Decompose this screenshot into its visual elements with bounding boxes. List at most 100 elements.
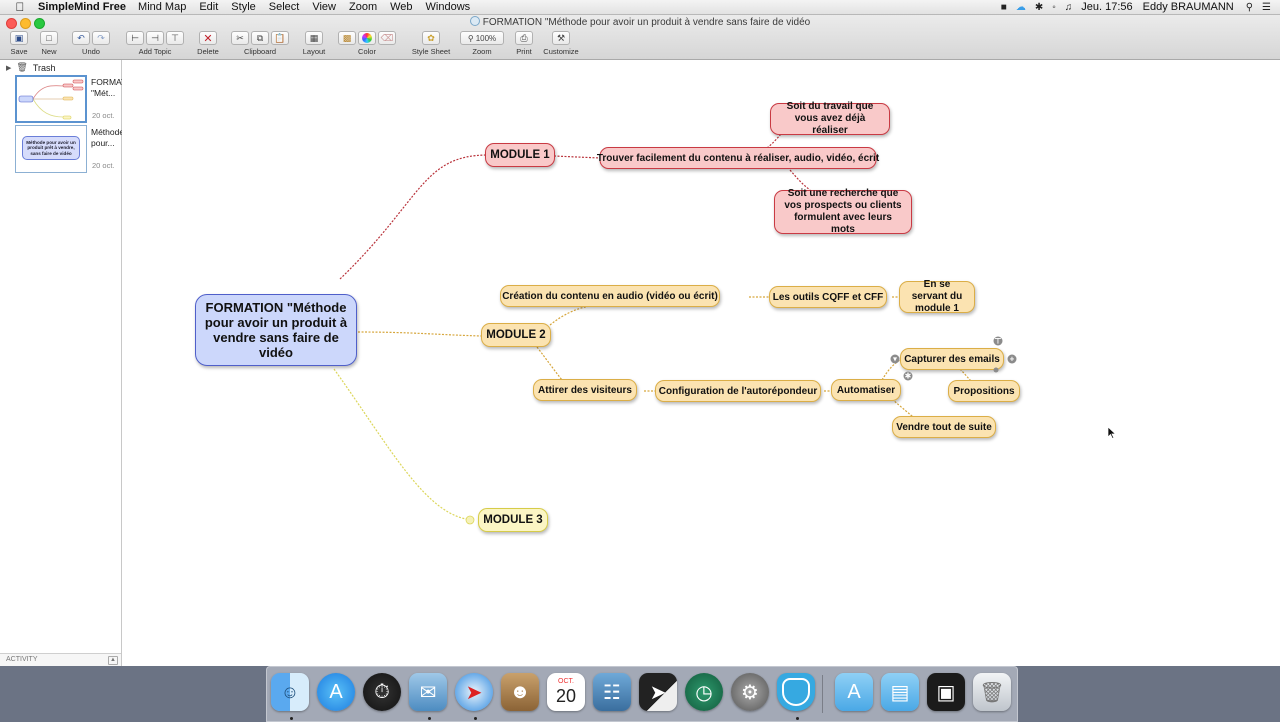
undo-button[interactable]: ↶ [72, 31, 90, 45]
trash-row[interactable]: ▶ 🗑 Trash [6, 62, 56, 73]
mouse-cursor-icon [1108, 427, 1116, 439]
menu-mind-map[interactable]: Mind Map [138, 1, 187, 13]
layout-label: Layout [302, 47, 326, 56]
mail-icon[interactable]: ✉ [409, 673, 447, 711]
safari-icon[interactable]: ➤ [455, 673, 493, 711]
topic-attirer-visiteurs[interactable]: Attirer des visiteurs [533, 379, 637, 401]
link-central-module3 [333, 368, 475, 521]
topic-outils-cqff-cff[interactable]: Les outils CQFF et CFF [769, 286, 887, 308]
simplemind-icon[interactable] [777, 673, 815, 711]
redo-button[interactable]: ↷ [92, 31, 110, 45]
delete-button[interactable]: ✕ [199, 31, 217, 45]
topic-travail-deja-realise[interactable]: Soit du travail que vous avez déjà réali… [770, 101, 890, 136]
menu-zoom[interactable]: Zoom [349, 1, 378, 13]
topic-en-se-servant[interactable]: En se servant du module 1 [899, 279, 975, 314]
menu-select[interactable]: Select [268, 1, 300, 13]
volume-status-icon[interactable]: ♫ [1064, 1, 1073, 13]
trash-bin-icon: 🗑 [16, 62, 28, 72]
add-topic-label: Add Topic [138, 47, 172, 56]
print-button[interactable]: ⎙ [515, 31, 533, 45]
add-child-handle-icon[interactable]: + [1007, 354, 1017, 364]
topic-module-3[interactable]: MODULE 3 [478, 508, 548, 532]
document-item-methode[interactable]: Méthode pour avoir un produit prêt à ven… [15, 125, 125, 173]
relation-handle-icon[interactable]: ✱ [903, 371, 913, 381]
trash-icon[interactable]: 🗑 [973, 673, 1011, 711]
spotlight-icon[interactable]: ⚲ [1245, 1, 1254, 13]
layout-button[interactable]: ▦ [305, 31, 323, 45]
applications-folder-icon[interactable]: A [835, 673, 873, 711]
menubar-user[interactable]: Eddy BRAUMANN [1142, 1, 1234, 13]
collapse-handle-icon[interactable]: ▾ [890, 354, 900, 364]
window-zoom-button[interactable] [34, 18, 45, 29]
topic-configuration-autorepondeur[interactable]: Configuration de l'autorépondeur [655, 380, 821, 402]
clipboard-tool: ✂ ⧉ 📋 Clipboard [228, 29, 292, 56]
menu-style[interactable]: Style [231, 1, 256, 13]
add-parent-topic-button[interactable]: ⊤ [166, 31, 184, 45]
menu-view[interactable]: View [312, 1, 336, 13]
color-wheel-icon [362, 33, 372, 43]
time-machine-icon[interactable]: ◷ [685, 673, 723, 711]
screen-record-status-icon[interactable]: ■ [1000, 1, 1007, 13]
photos-icon[interactable]: ☷ [593, 673, 631, 711]
menu-edit[interactable]: Edit [199, 1, 219, 13]
module3-connector-dot [465, 515, 475, 525]
screen-recording-icon[interactable]: ▣ [927, 673, 965, 711]
document-thumbnail[interactable]: Méthode pour avoir un produit prêt à ven… [15, 125, 87, 173]
notification-center-icon[interactable]: ☰ [1262, 1, 1271, 13]
topic-capturer-emails[interactable]: Capturer des emails [900, 348, 1004, 370]
finder-icon[interactable]: ☺ [271, 673, 309, 711]
topic-trouver-contenu[interactable]: Trouver facilement du contenu à réaliser… [597, 147, 879, 169]
document-date: 20 oct. [92, 111, 115, 120]
document-item-formation[interactable]: FORMATION "Mét... 20 oct. [15, 75, 141, 123]
dashboard-icon[interactable]: ⏱ [363, 673, 401, 711]
trash-label: Trash [32, 62, 56, 73]
zoom-button[interactable]: ⚲100% [460, 31, 504, 45]
window-minimize-button[interactable] [20, 18, 31, 29]
border-style-button[interactable]: ▩ [338, 31, 356, 45]
topic-module-2[interactable]: MODULE 2 [481, 323, 551, 347]
topic-creation-contenu[interactable]: Création du contenu en audio (vidéo ou é… [500, 285, 720, 307]
customize-tool: ⚒ Customize [540, 29, 582, 56]
save-button[interactable]: ▣ [10, 31, 28, 45]
drag-handle-icon[interactable] [993, 367, 999, 373]
documents-folder-icon[interactable]: ▤ [881, 673, 919, 711]
eraser-button[interactable]: ⌫ [378, 31, 396, 45]
border-style-icon: ▩ [342, 32, 352, 43]
calendar-day: 20 [555, 686, 577, 706]
add-child-topic-button[interactable]: ⊣ [146, 31, 164, 45]
customize-button[interactable]: ⚒ [552, 31, 570, 45]
topic-module-1[interactable]: MODULE 1 [485, 143, 555, 167]
menu-windows[interactable]: Windows [425, 1, 471, 13]
menu-web[interactable]: Web [390, 1, 413, 13]
topic-vendre-tout-de-suite[interactable]: Vendre tout de suite [892, 416, 996, 438]
wifi-status-icon[interactable]: ◦ [1052, 1, 1056, 13]
color-button[interactable] [358, 31, 376, 45]
system-preferences-icon[interactable]: ⚙ [731, 673, 769, 711]
mindmap-canvas[interactable]: FORMATION "Méthode pour avoir un produit… [122, 60, 1280, 666]
document-title: Méthode pour... [91, 127, 125, 148]
style-sheet-button[interactable]: ✿ [422, 31, 440, 45]
new-button[interactable]: □ [40, 31, 58, 45]
contacts-icon[interactable]: ☻ [501, 673, 539, 711]
calendar-icon[interactable]: OCT. 20 [547, 673, 585, 711]
app-store-icon[interactable]: A [317, 673, 355, 711]
app-menu[interactable]: SimpleMind Free [38, 1, 127, 13]
topic-recherche-prospects[interactable]: Soit une recherche que vos prospects ou … [774, 188, 912, 235]
menubar-clock[interactable]: Jeu. 17:56 [1081, 1, 1133, 13]
apple-menu-icon[interactable]:  [12, 0, 28, 14]
disclosure-triangle-icon[interactable]: ▶ [6, 64, 12, 72]
add-parent-handle-icon[interactable]: ⊤ [993, 336, 1003, 346]
topic-automatiser[interactable]: Automatiser [831, 379, 901, 401]
copy-button[interactable]: ⧉ [251, 31, 269, 45]
simplemind-pro-icon[interactable]: ➤ [639, 673, 677, 711]
central-topic[interactable]: FORMATION "Méthode pour avoir un produit… [195, 294, 357, 366]
paste-button[interactable]: 📋 [271, 31, 289, 45]
window-close-button[interactable] [6, 18, 17, 29]
activity-toggle-button[interactable]: ▲ [108, 656, 118, 665]
cut-button[interactable]: ✂ [231, 31, 249, 45]
bluetooth-status-icon[interactable]: ✱ [1034, 1, 1044, 13]
document-thumbnail[interactable] [15, 75, 87, 123]
cloud-status-icon[interactable]: ☁ [1015, 1, 1026, 13]
topic-propositions[interactable]: Propositions [948, 380, 1020, 402]
add-sibling-topic-button[interactable]: ⊢ [126, 31, 144, 45]
